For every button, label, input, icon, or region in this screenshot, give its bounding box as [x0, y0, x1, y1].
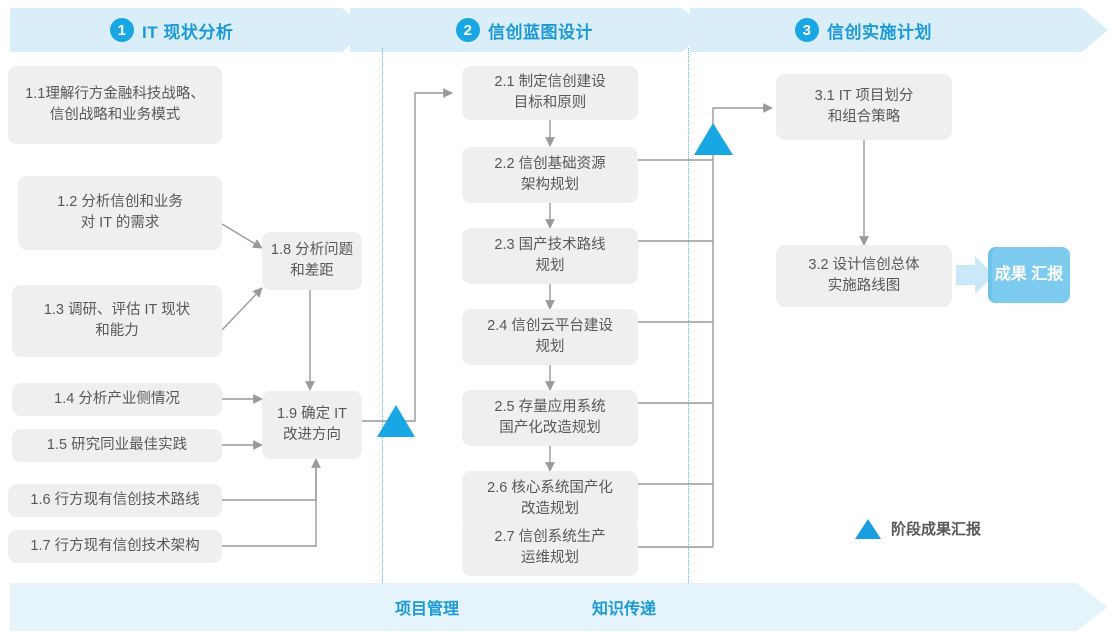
node-1-6[interactable]: 1.6 行方现有信创技术路线: [8, 484, 222, 517]
triangle-marker-icon: [855, 518, 881, 539]
node-2-5[interactable]: 2.5 存量应用系统 国产化改造规划: [462, 390, 638, 446]
node-2-7-line-1: 2.7 信创系统生产: [494, 528, 606, 545]
phase-label-2: 信创蓝图设计: [488, 22, 593, 42]
phase-3-chevron: [690, 8, 1108, 52]
node-3-2-line-2: 实施路线图: [827, 278, 901, 294]
node-1-4-line-1: 1.4 分析产业侧情况: [54, 390, 180, 407]
footer-label-knowledge-transfer: 知识传递: [592, 601, 657, 618]
node-3-2-line-1: 3.2 设计信创总体: [808, 256, 920, 273]
node-2-2[interactable]: 2.2 信创基础资源 架构规划: [462, 147, 638, 203]
phase-divider-1: [382, 48, 383, 583]
node-1-1[interactable]: 1.1理解行方金融科技战略、 信创战略和业务模式: [8, 66, 222, 144]
node-1-1-line-1: 1.1理解行方金融科技战略、: [25, 85, 205, 102]
phase-number-3: 3: [795, 18, 819, 42]
edge-1_2-to-1_8: [221, 223, 263, 249]
phase-2-chevron: [350, 8, 708, 52]
phase-header-2: 2 信创蓝图设计: [456, 8, 593, 52]
node-1-9[interactable]: 1.9 确定 IT 改进方向: [262, 391, 362, 459]
edge-1_7-to-1_9: [222, 459, 317, 547]
node-2-3[interactable]: 2.3 国产技术路线 规划: [462, 228, 638, 284]
node-2-6-line-2: 改造规划: [521, 501, 579, 517]
node-1-5[interactable]: 1.5 研究同业最佳实践: [12, 429, 222, 462]
milestone-triangle-phase2: [694, 123, 733, 155]
footer-label-project-management: 项目管理: [395, 601, 460, 618]
node-1-3-line-2: 和能力: [95, 323, 139, 339]
node-1-1-line-2: 信创战略和业务模式: [49, 107, 181, 123]
node-2-4[interactable]: 2.4 信创云平台建设 规划: [462, 309, 638, 365]
legend: 阶段成果汇报: [855, 518, 981, 539]
result-output-chip[interactable]: 成果 汇报: [988, 247, 1070, 303]
node-3-1-line-1: 3.1 IT 项目划分: [814, 87, 914, 104]
node-2-6-line-1: 2.6 核心系统国产化: [487, 479, 613, 496]
node-1-8[interactable]: 1.8 分析问题 和差距: [262, 232, 362, 290]
phase-header-3: 3 信创实施计划: [795, 8, 932, 52]
node-1-5-line-1: 1.5 研究同业最佳实践: [46, 436, 188, 453]
node-2-1[interactable]: 2.1 制定信创建设 目标和原则: [462, 66, 638, 120]
edge-rail-to-3_1: [712, 103, 773, 118]
node-1-8-line-1: 1.8 分析问题: [270, 241, 354, 258]
footer-banner: [10, 583, 1108, 631]
phase-label-1: IT 现状分析: [142, 22, 234, 42]
node-1-6-line-1: 1.6 行方现有信创技术路线: [30, 491, 200, 508]
phase-label-3: 信创实施计划: [827, 22, 932, 42]
node-2-4-line-2: 规划: [535, 339, 565, 355]
node-1-9-line-1: 1.9 确定 IT: [276, 405, 348, 422]
node-1-8-line-2: 和差距: [290, 263, 334, 279]
phase-header-banner: [10, 8, 1108, 52]
node-2-3-line-2: 规划: [535, 258, 565, 274]
result-chip-line-1: 成果: [994, 266, 1027, 284]
node-2-5-line-1: 2.5 存量应用系统: [494, 398, 606, 415]
node-1-7[interactable]: 1.7 行方现有信创技术架构: [8, 530, 222, 563]
node-1-3-line-1: 1.3 调研、评估 IT 现状: [43, 301, 191, 318]
node-2-6[interactable]: 2.6 核心系统国产化 改造规划: [462, 471, 638, 527]
phase-header-1: 1 IT 现状分析: [110, 8, 233, 52]
node-2-7[interactable]: 2.7 信创系统生产 运维规划: [462, 520, 638, 576]
node-2-3-line-1: 2.3 国产技术路线: [494, 236, 606, 253]
phase-number-1: 1: [110, 18, 134, 42]
node-3-1[interactable]: 3.1 IT 项目划分 和组合策略: [776, 74, 952, 140]
node-2-4-line-1: 2.4 信创云平台建设: [487, 317, 613, 334]
node-2-1-line-2: 目标和原则: [513, 95, 587, 111]
phase-divider-2: [688, 48, 689, 583]
legend-label: 阶段成果汇报: [891, 521, 982, 538]
node-1-2-line-1: 1.2 分析信创和业务: [57, 193, 183, 210]
edge-1_6-to-1_9: [222, 458, 321, 501]
node-1-4[interactable]: 1.4 分析产业侧情况: [12, 383, 222, 416]
phase-1-chevron: [10, 8, 368, 52]
node-1-3[interactable]: 1.3 调研、评估 IT 现状 和能力: [12, 285, 222, 357]
node-3-2[interactable]: 3.2 设计信创总体 实施路线图: [776, 245, 952, 307]
node-2-7-line-2: 运维规划: [521, 550, 579, 566]
node-2-2-line-1: 2.2 信创基础资源: [494, 155, 606, 172]
node-1-2-line-2: 对 IT 的需求: [80, 215, 160, 231]
edge-1_3-to-1_8: [221, 287, 263, 331]
edge-1_9-to-2_1: [360, 88, 453, 422]
node-2-1-line-1: 2.1 制定信创建设: [494, 73, 606, 90]
node-1-9-line-2: 改进方向: [282, 427, 341, 443]
result-chip-line-2: 汇报: [1031, 266, 1064, 284]
node-3-1-line-2: 和组合策略: [827, 109, 901, 125]
node-2-5-line-2: 国产化改造规划: [499, 420, 601, 436]
node-1-7-line-1: 1.7 行方现有信创技术架构: [30, 537, 200, 554]
node-2-2-line-2: 架构规划: [521, 177, 579, 193]
phase-number-2: 2: [456, 18, 480, 42]
node-1-2[interactable]: 1.2 分析信创和业务 对 IT 的需求: [18, 176, 222, 250]
